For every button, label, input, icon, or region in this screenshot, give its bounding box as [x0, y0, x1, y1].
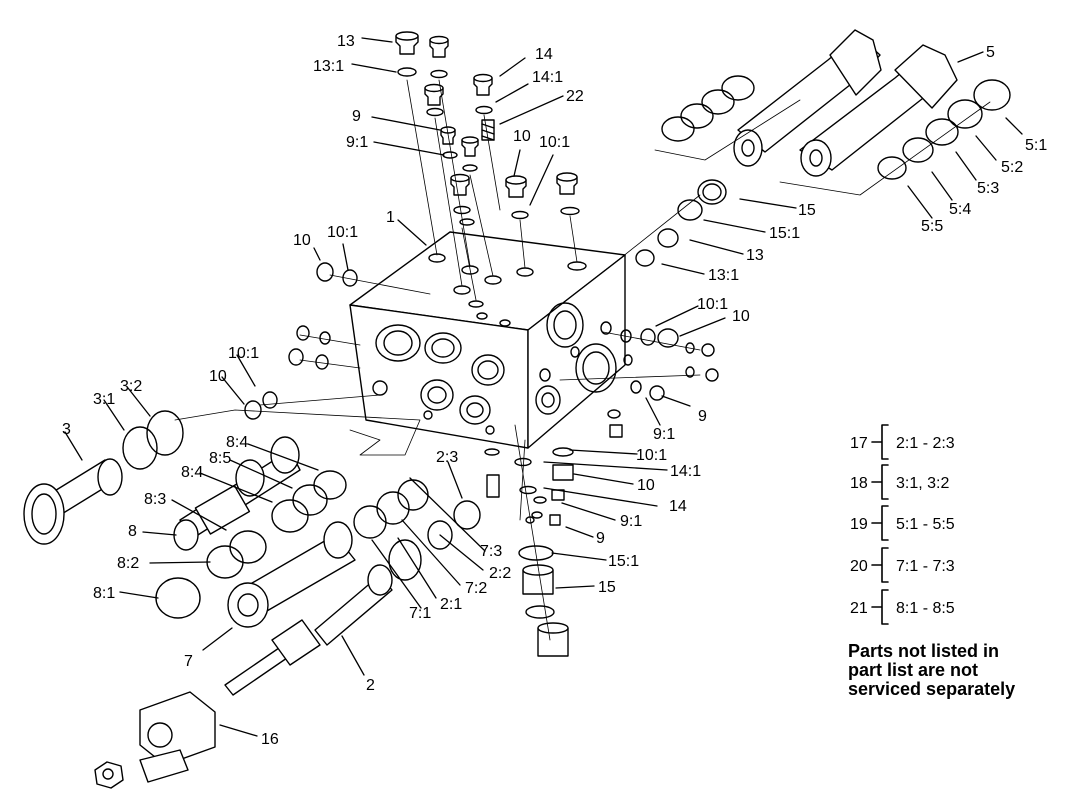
- label-13: 13: [337, 33, 355, 50]
- label-10-1-mid: 10:1: [228, 345, 259, 362]
- label-16: 16: [261, 731, 279, 748]
- label-9-1: 9:1: [346, 134, 368, 151]
- label-7-3: 7:3: [480, 543, 502, 560]
- label-14-1: 14:1: [532, 69, 563, 86]
- label-8-4b: 8:4: [181, 464, 203, 481]
- kit-number-19: 19: [850, 516, 868, 533]
- kit-brackets: [871, 424, 889, 625]
- leader-lines: [64, 37, 1023, 737]
- label-2-2: 2:2: [489, 565, 511, 582]
- label-5-5: 5:5: [921, 218, 943, 235]
- label-10-top: 10: [513, 128, 531, 145]
- label-10-1-right: 10:1: [697, 296, 728, 313]
- kit-range-21: 8:1 - 8:5: [896, 600, 955, 617]
- service-note: Parts not listed in part list are not se…: [848, 642, 1063, 699]
- label-2: 2: [366, 677, 375, 694]
- top-plugs: [395, 31, 580, 301]
- plug-assembly-3: [23, 409, 421, 545]
- label-9-low: 9: [596, 530, 605, 547]
- cartridge-valves-5: [654, 29, 1011, 196]
- kit-number-17: 17: [850, 435, 868, 452]
- label-3-1: 3:1: [93, 391, 115, 408]
- kit-range-19: 5:1 - 5:5: [896, 516, 955, 533]
- label-1: 1: [386, 209, 395, 226]
- note-line-2: part list are not: [848, 660, 979, 680]
- label-2-1: 2:1: [440, 596, 462, 613]
- label-3-2: 3:2: [120, 378, 142, 395]
- label-3: 3: [62, 421, 71, 438]
- bottom-plug-stack: [484, 424, 574, 657]
- label-10-1-low: 10:1: [636, 447, 667, 464]
- kit-list: 17 2:1 - 2:3 18 3:1, 3:2 19 5:1 - 5:5 20…: [850, 435, 955, 617]
- kit-range-20: 7:1 - 7:3: [896, 558, 955, 575]
- label-7-2: 7:2: [465, 580, 487, 597]
- label-13-1-right: 13:1: [708, 267, 739, 284]
- label-10-mid: 10: [209, 368, 227, 385]
- valve-assembly-8: [155, 436, 347, 619]
- label-5: 5: [986, 44, 995, 61]
- label-8-5: 8:5: [209, 450, 231, 467]
- label-14: 14: [535, 46, 553, 63]
- note-line-1: Parts not listed in: [848, 641, 1000, 661]
- kit-range-18: 3:1, 3:2: [896, 475, 949, 492]
- label-9-1-low: 9:1: [620, 513, 642, 530]
- valve-assembly-7: [227, 479, 429, 628]
- label-10-right: 10: [732, 308, 750, 325]
- kit-range-17: 2:1 - 2:3: [896, 435, 955, 452]
- label-15-low: 15: [598, 579, 616, 596]
- label-9: 9: [352, 108, 361, 125]
- label-8-4a: 8:4: [226, 434, 248, 451]
- label-14-1-low: 14:1: [670, 463, 701, 480]
- label-8-1: 8:1: [93, 585, 115, 602]
- label-15-top: 15: [798, 202, 816, 219]
- label-22: 22: [566, 88, 584, 105]
- label-9-right: 9: [698, 408, 707, 425]
- label-14-low: 14: [669, 498, 687, 515]
- note-line-3: serviced separately: [848, 679, 1016, 699]
- label-8-2: 8:2: [117, 555, 139, 572]
- label-9-1-right: 9:1: [653, 426, 675, 443]
- label-5-4: 5:4: [949, 201, 971, 218]
- label-10-1-left: 10:1: [327, 224, 358, 241]
- label-10-1-top: 10:1: [539, 134, 570, 151]
- label-10-low: 10: [637, 477, 655, 494]
- valve-assembly-2: [94, 500, 481, 789]
- kit-number-20: 20: [850, 558, 868, 575]
- label-10-left: 10: [293, 232, 311, 249]
- valve-block: [349, 231, 626, 449]
- label-7: 7: [184, 653, 193, 670]
- label-8-3: 8:3: [144, 491, 166, 508]
- label-15-1-low: 15:1: [608, 553, 639, 570]
- label-13-right: 13: [746, 247, 764, 264]
- right-side-plugs: [559, 179, 727, 438]
- kit-number-18: 18: [850, 475, 868, 492]
- label-13-1: 13:1: [313, 58, 344, 75]
- label-5-2: 5:2: [1001, 159, 1023, 176]
- left-side-plugs: [244, 262, 431, 420]
- label-5-1: 5:1: [1025, 137, 1047, 154]
- callout-labels: 13 13:1 14 14:1 22 9 9:1 10 10:1 1 10 10…: [62, 33, 1047, 748]
- kit-number-21: 21: [850, 600, 868, 617]
- label-8: 8: [128, 523, 137, 540]
- label-15-1-top: 15:1: [769, 225, 800, 242]
- label-5-3: 5:3: [977, 180, 999, 197]
- label-7-1: 7:1: [409, 605, 431, 622]
- label-2-3: 2:3: [436, 449, 458, 466]
